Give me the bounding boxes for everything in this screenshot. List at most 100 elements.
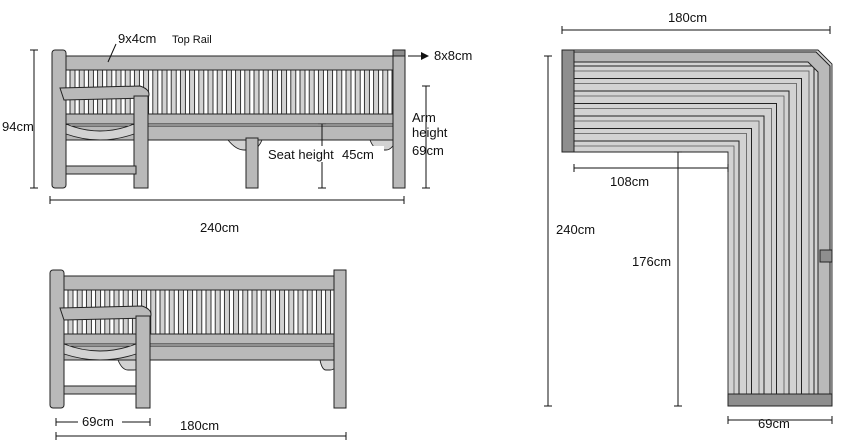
length-label: 240cm [200,220,239,235]
front-top-rail [63,55,403,71]
plan-inner-side-label: 176cm [632,254,671,269]
side-back-slat [251,289,258,335]
side-front-leg-left [135,315,151,409]
front-back-slat [152,69,159,115]
front-back-slat [189,69,196,115]
side-back-slat [168,289,175,335]
front-back-slat [290,69,297,115]
plan-seat-slat-edge [574,120,760,394]
top-rail-label: Top Rail [172,34,212,46]
plan-corner-post [819,249,833,263]
plan-seat-slat [574,78,802,394]
plan-seat-slat [574,115,765,394]
front-back-slat [271,69,278,115]
plan-top-length-label: 180cm [668,10,707,25]
side-back-slat [288,289,295,335]
front-back-lower-rail [63,113,403,125]
plan-seat-slat-edge [574,70,810,394]
front-view-dimensions: 9x4cm Top Rail 8x8cm 94cm Arm height 69c… [2,31,472,235]
side-seat-curve [63,343,137,361]
side-length-label: 180cm [180,418,219,433]
plan-inner-top-label: 108cm [610,174,649,189]
front-back-slat [345,69,352,115]
side-top-rail [61,275,345,291]
front-back-slat [336,69,343,115]
front-back-slat [198,69,205,115]
front-back-slat [363,69,370,115]
side-back-slat [325,289,332,335]
front-right-post [392,49,406,189]
side-back-slat [297,289,304,335]
front-back-slat [299,69,306,115]
side-back-lower-rail [61,333,345,345]
side-back-slat [177,289,184,335]
plan-depth-label: 69cm [758,416,790,431]
front-back-slat [281,69,288,115]
front-back-slat [327,69,334,115]
front-back-slat [253,69,260,115]
side-view-bench [49,269,347,409]
arm-height-label-2: height [412,125,448,140]
plan-seat-slat [574,90,790,394]
seat-height-value: 45cm [342,147,374,162]
front-back-slat [317,69,324,115]
top-rail-leader [107,43,117,63]
front-back-slat [262,69,269,115]
plan-back-rail [573,51,831,395]
arm-height-label-1: Arm [412,110,436,125]
front-seat-curve [65,123,135,141]
front-back-slat [308,69,315,115]
front-back-slat [354,69,361,115]
side-back-slat [315,289,322,335]
side-back-slat [279,289,286,335]
side-back-slat [269,289,276,335]
front-left-back-post [51,49,67,189]
front-back-slat [216,69,223,115]
plan-bottom-end [727,393,833,407]
side-left-back-post [49,269,65,409]
height-label: 94cm [2,119,34,134]
seat-height-label: Seat height [268,147,334,162]
plan-outline [561,49,833,397]
side-back-slat [223,289,230,335]
front-back-slat [382,69,389,115]
side-back-slat [159,289,166,335]
side-view-dimensions: 69cm 180cm [55,414,347,440]
front-back-slat [244,69,251,115]
front-middle-leg [245,137,259,189]
plan-left-end [561,49,575,153]
plan-side-length-label: 240cm [556,222,595,237]
plan-seat-slat-edge [574,133,747,394]
front-right-post-cap [392,49,406,57]
plan-seat-slat-edge [574,83,797,394]
side-side-stretcher [63,385,137,395]
front-front-leg-left [133,95,149,189]
plan-view-corner-bench [561,49,833,407]
front-view-bench [51,49,406,189]
front-back-slat [207,69,214,115]
front-back-slat [179,69,186,115]
side-back-slat [196,289,203,335]
front-back-slat [373,69,380,115]
plan-seat-slat-edge [574,145,735,394]
arm-depth-label: 69cm [82,414,114,429]
arm-height-value: 69cm [412,143,444,158]
front-back-slat [225,69,232,115]
post-dim-label: 8x8cm [434,48,472,63]
front-back-slat [235,69,242,115]
side-back-slat [306,289,313,335]
front-side-stretcher [65,165,137,175]
seat-height-label-bg [266,146,384,162]
plan-seat-slat-edge [574,108,772,394]
plan-view-dimensions: 180cm 240cm 108cm 176cm 69cm [544,10,833,431]
side-back-slat [214,289,221,335]
plan-seat-slat [574,128,752,394]
plan-seat-slat-edge [574,95,785,394]
front-back-slat [170,69,177,115]
side-back-slat [233,289,240,335]
side-back-slat [205,289,212,335]
side-back-slat [150,289,157,335]
side-right-post [333,269,347,409]
plan-seat-slat [574,103,777,394]
